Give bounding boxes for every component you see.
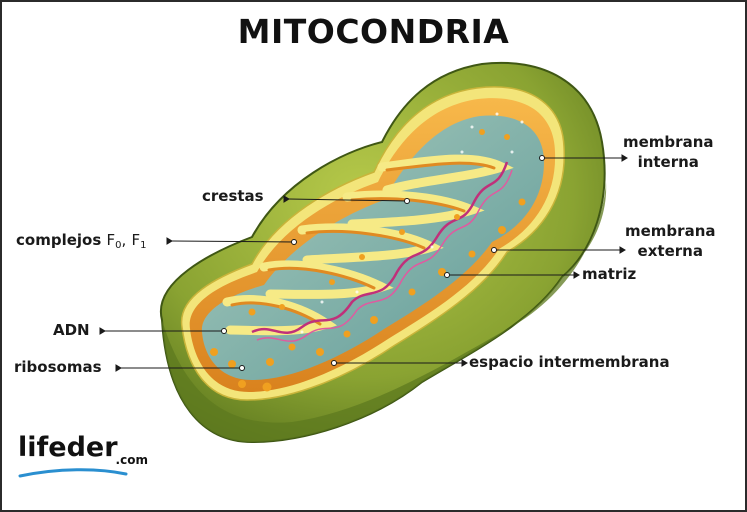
label-membrana-externa-line2: externa [637, 242, 703, 260]
dna-strand [251, 161, 509, 334]
crista-4 [259, 260, 394, 299]
outer-membrane-side [162, 182, 607, 442]
label-f0-sub: 0 [115, 240, 122, 251]
matrix-dots [300, 112, 524, 334]
label-espacio-intermembrana: espacio intermembrana [469, 353, 670, 371]
pointer-dots [221, 155, 545, 371]
label-membrana-interna-line1: membrana [623, 133, 714, 151]
lifeder-logo: lifeder.com [18, 432, 148, 478]
pointer-lines [99, 154, 628, 372]
pointer-crestas [288, 198, 408, 202]
diagram-title: MITOCONDRIA [237, 12, 510, 51]
label-crestas: crestas [202, 187, 264, 205]
logo-suffix: .com [115, 453, 148, 467]
label-membrana-interna-line2: interna [637, 153, 699, 171]
label-adn: ADN [53, 321, 90, 339]
label-membrana-interna: membrana interna [623, 132, 714, 172]
matrix-shape [201, 115, 544, 381]
logo-name: lifeder [18, 432, 118, 463]
label-sep: , [121, 231, 127, 249]
label-matriz: matriz [582, 265, 637, 283]
label-f1-sub: 1 [140, 240, 147, 251]
pointer-complejos [171, 240, 295, 243]
label-complejos-text: complejos [16, 231, 102, 249]
crista-2 [342, 190, 485, 229]
crista-1 [377, 154, 514, 195]
label-ribosomas: ribosomas [14, 358, 102, 376]
logo-swoosh-icon [18, 468, 128, 478]
label-membrana-externa: membrana externa [625, 221, 716, 261]
label-complejos: complejos F0, F1 [16, 230, 147, 256]
cristae-orange [230, 161, 496, 326]
dna-strand-2 [256, 169, 513, 342]
label-f1: F [131, 231, 141, 249]
label-membrana-externa-line1: membrana [625, 222, 716, 240]
label-f0: F [106, 231, 116, 249]
ribosomes [210, 129, 526, 392]
